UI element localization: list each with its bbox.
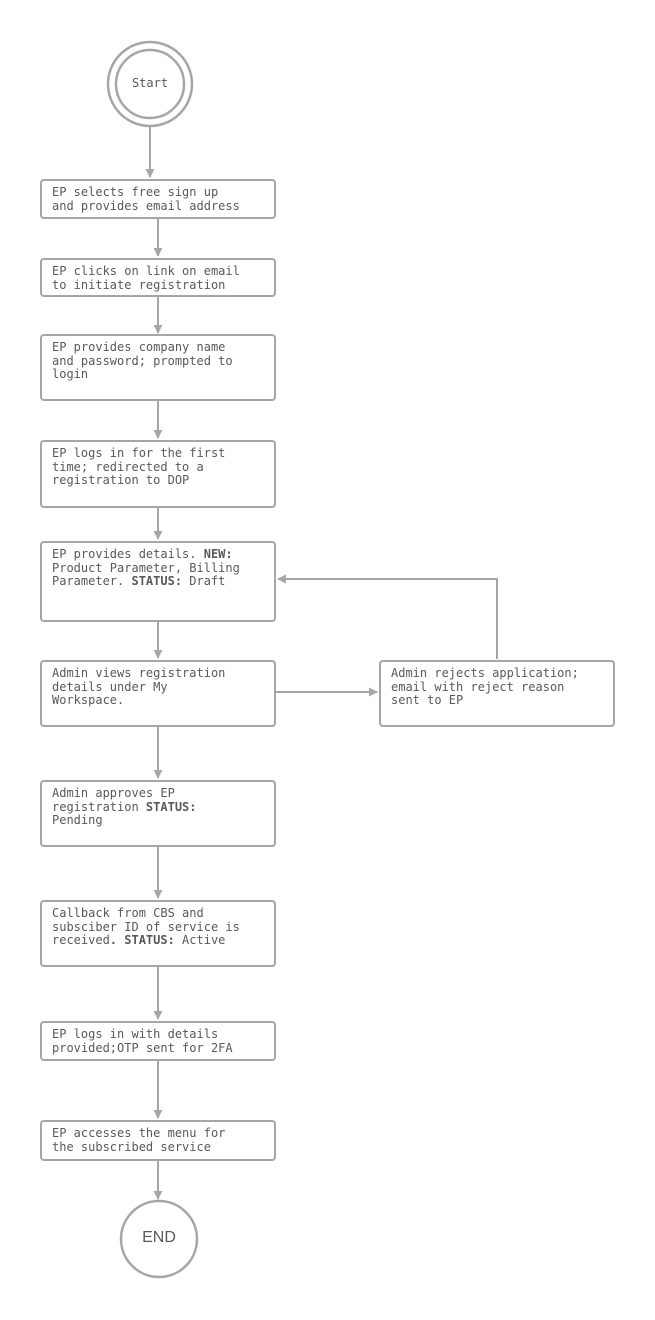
step-text-bold: . STATUS: — [109, 933, 175, 947]
start-node-inner-ring — [114, 48, 186, 120]
step-text-line: EP provides details. NEW: — [52, 547, 266, 562]
step-text: sent to EP — [391, 693, 464, 707]
step-text: and provides email address — [52, 198, 240, 213]
step-text: the subscribed service — [52, 1139, 211, 1154]
step-text: provided;OTP sent for 2FA — [52, 1040, 233, 1055]
step-text-bold: NEW: — [203, 547, 233, 561]
step-text-line: Workspace. — [52, 693, 266, 708]
end-node-ring — [119, 1199, 199, 1279]
step-text-bold: STATUS: — [131, 574, 183, 588]
step-text-line: received. STATUS: Active — [52, 933, 266, 948]
step-text-line: registration to DOP — [52, 473, 266, 488]
step-text: Draft — [182, 574, 226, 588]
step-text: EP accesses the menu for — [52, 1126, 226, 1140]
step-text-line: email with reject reason — [391, 679, 605, 695]
step-text-line: and password; prompted to — [52, 353, 266, 369]
step-text: Product Parameter, Billing — [52, 560, 240, 575]
step-text-line: the subscribed service — [52, 1139, 266, 1155]
step-text: registration — [52, 799, 146, 814]
step-text: login — [52, 367, 89, 381]
step-text-line: Callback from CBS and — [52, 906, 266, 921]
step-text-line: EP accesses the menu for — [52, 1126, 266, 1141]
step-text-line: details under My — [52, 679, 266, 695]
step-text: EP provides details. — [52, 547, 204, 561]
step-text-line: login — [52, 367, 266, 382]
step-text: Pending — [52, 813, 103, 827]
step-text: email with reject reason — [391, 679, 565, 694]
step-text: EP logs in for the first — [52, 446, 226, 460]
end-node-label: END — [142, 1229, 176, 1246]
step-text-line: and provides email address — [52, 198, 266, 214]
step-text-bold: STATUS: — [145, 799, 197, 814]
step-text-line: EP selects free sign up — [52, 185, 266, 200]
step-text: and password; prompted to — [52, 353, 233, 368]
step-reject: Admin rejects application;email with rej… — [379, 660, 615, 727]
step-text-line: provided;OTP sent for 2FA — [52, 1040, 266, 1056]
step-text-line: EP logs in with details — [52, 1027, 266, 1042]
step-text: Admin rejects application; — [391, 666, 579, 680]
step-text-line: Admin approves EP — [52, 786, 266, 801]
step-text: to initiate registration — [52, 277, 226, 292]
step-text: received — [52, 933, 110, 947]
step-text-line: subsciber ID of service is — [52, 919, 266, 935]
step-text-line: EP clicks on link on email — [52, 264, 266, 279]
step-text: time; redirected to a — [52, 459, 204, 474]
step-text: details under My — [52, 679, 168, 694]
step-text: EP logs in with details — [52, 1027, 219, 1041]
step-text: Admin views registration — [52, 666, 226, 680]
step-text-line: to initiate registration — [52, 277, 266, 293]
step-text: Workspace. — [52, 693, 125, 707]
step-text-line: Admin views registration — [52, 666, 266, 681]
step-text-line: time; redirected to a — [52, 459, 266, 475]
step-text: Admin approves EP — [52, 786, 175, 800]
arrow-reject-back-to-details — [277, 574, 498, 659]
step-text: Callback from CBS and — [52, 906, 204, 920]
step-text-line: Pending — [52, 813, 266, 828]
step-text: EP provides company name — [52, 340, 226, 354]
step-text: EP selects free sign up — [52, 185, 219, 199]
step-text: Active — [174, 933, 226, 947]
step-text-line: EP provides company name — [52, 340, 266, 355]
start-node-label: Start — [131, 76, 169, 90]
step-text-line: Product Parameter, Billing — [52, 560, 266, 576]
step-text-line: EP logs in for the first — [52, 446, 266, 461]
step-text-line: Admin rejects application; — [391, 666, 605, 681]
step-text: EP clicks on link on email — [52, 264, 240, 278]
step-details: EP provides details. NEW:Product Paramet… — [40, 541, 276, 622]
step-text: registration to DOP — [52, 473, 190, 487]
step-text-line: registration STATUS: — [52, 799, 266, 815]
step-text: Parameter. — [52, 574, 132, 588]
step-text-line: Parameter. STATUS: Draft — [52, 574, 266, 589]
step-text-line: sent to EP — [391, 693, 605, 708]
step-text: subsciber ID of service is — [52, 919, 240, 934]
